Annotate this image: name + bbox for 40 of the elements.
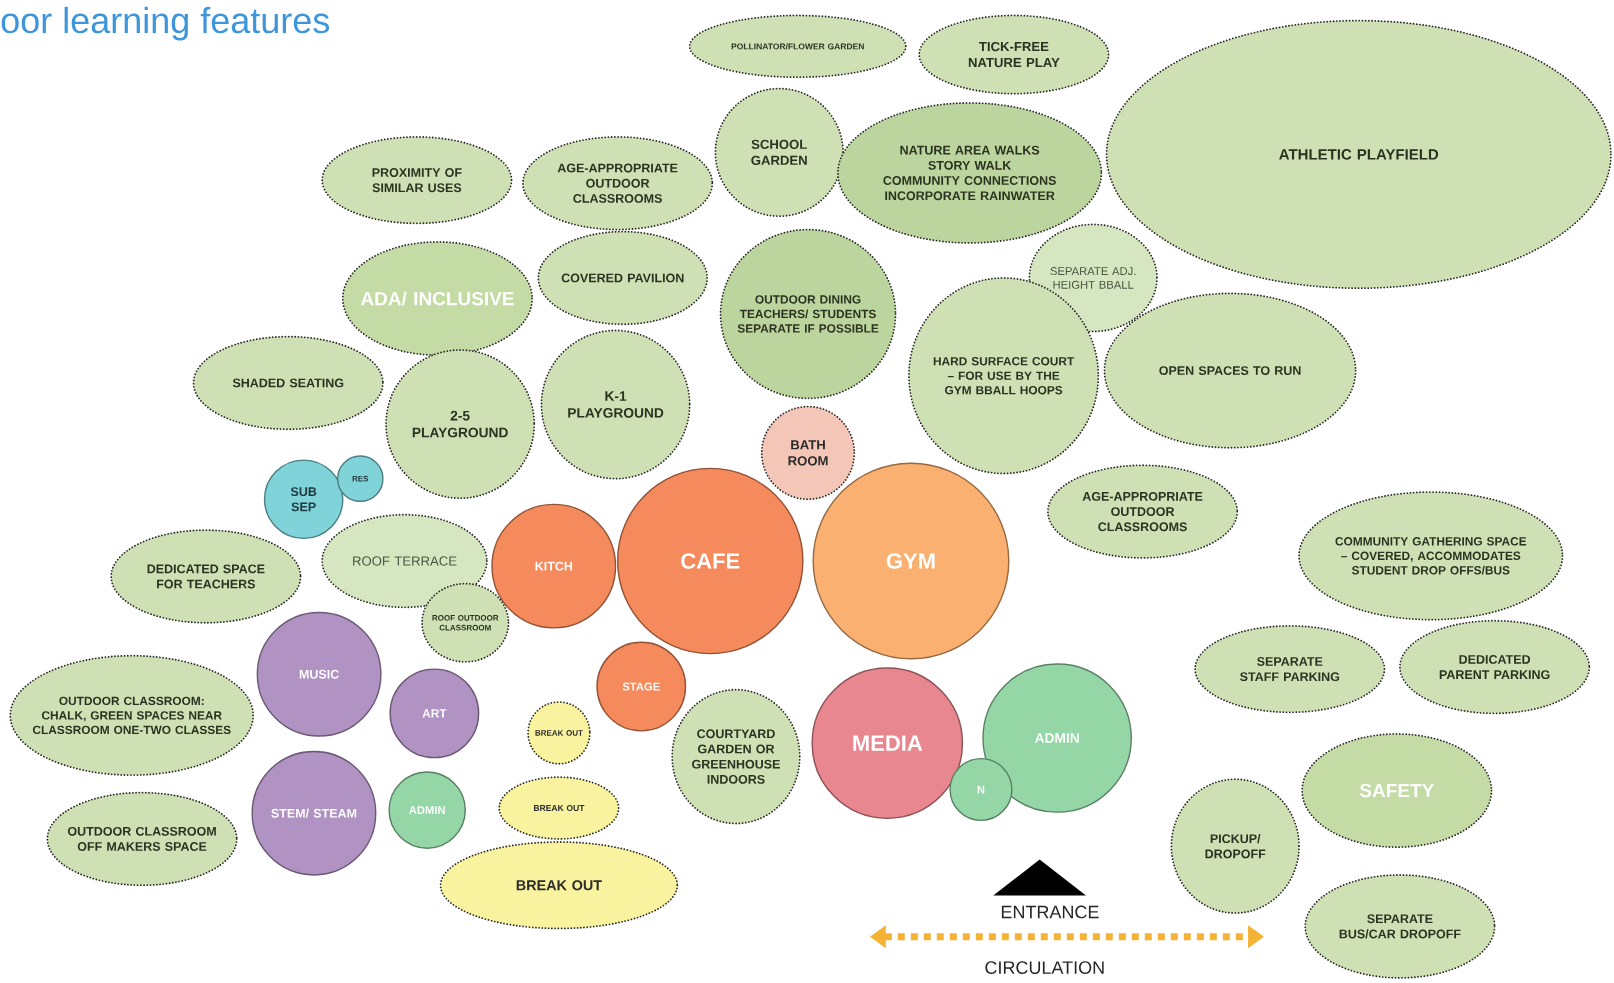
bubble: COURTYARD GARDEN OR GREENHOUSE INDOORS xyxy=(671,688,801,825)
bubble: ADA/ INCLUSIVE xyxy=(341,241,534,357)
bubble: BREAK OUT xyxy=(527,701,591,765)
bubble: OUTDOOR CLASSROOM OFF MAKERS SPACE xyxy=(46,791,238,887)
bubble: STAGE xyxy=(596,641,687,732)
bubble: PICKUP/ DROPOFF xyxy=(1170,778,1300,914)
bubble: N xyxy=(949,757,1013,822)
bubble: NATURE AREA WALKS STORY WALK COMMUNITY CONNECTIONS INCORPORATE RAINWATER xyxy=(837,102,1103,244)
entrance-label: CIRCULATION xyxy=(983,960,1107,975)
bubble: DEDICATED PARENT PARKING xyxy=(1399,619,1591,715)
bubble: BATH ROOM xyxy=(760,405,856,501)
entrance-label: ENTRANCE xyxy=(999,904,1101,920)
bubble: SEPARATE STAFF PARKING xyxy=(1194,624,1386,714)
bubble: SHADED SEATING xyxy=(192,335,384,431)
bubble: COVERED PAVILION xyxy=(537,230,709,326)
bubble: COMMUNITY GATHERING SPACE – COVERED, ACCOMMODATES STUDENT DROP OFFS/BUS xyxy=(1298,491,1564,621)
title: oor learning features xyxy=(1,6,330,41)
bubble: OUTDOOR DINING TEACHERS/ STUDENTS SEPARATE IF POSSIBLE xyxy=(719,228,897,400)
bubble: K-1 PLAYGROUND xyxy=(540,329,691,480)
bubble: MUSIC xyxy=(256,611,382,737)
bubble: AGE-APPROPRIATE OUTDOOR CLASSROOMS xyxy=(1046,464,1239,559)
bubble: ROOF TERRACE xyxy=(321,513,488,609)
bubble: STEM/ STEAM xyxy=(251,750,377,876)
bubble: SAFETY xyxy=(1301,733,1493,849)
bubble: OPEN SPACES TO RUN xyxy=(1103,292,1357,449)
bubble: MEDIA xyxy=(811,667,964,820)
bubble: AGE-APPROPRIATE OUTDOOR CLASSROOMS xyxy=(522,136,714,231)
bubble: ADMIN xyxy=(388,771,466,849)
bubble: 2-5 PLAYGROUND xyxy=(385,349,536,500)
bubble: POLLINATOR/FLOWER GARDEN xyxy=(688,14,907,79)
bubble: PROXIMITY OF SIMILAR USES xyxy=(321,136,513,225)
bubble: ART xyxy=(389,668,480,759)
bubble: ROOF OUTDOOR CLASSROOM xyxy=(421,582,510,663)
bubble: BREAK OUT xyxy=(498,776,620,840)
bubble: DEDICATED SPACE FOR TEACHERS xyxy=(110,529,302,624)
bubble: SEPARATE BUS/CAR DROPOFF xyxy=(1304,874,1496,979)
bubble: OUTDOOR CLASSROOM: CHALK, GREEN SPACES NEAR CLASSROOM ONE-TWO CLASSES xyxy=(9,654,255,776)
bubble: TICK-FREE NATURE PLAY xyxy=(918,14,1110,95)
bubble: SCHOOL GARDEN xyxy=(714,87,844,218)
bubble: RES xyxy=(336,455,384,502)
